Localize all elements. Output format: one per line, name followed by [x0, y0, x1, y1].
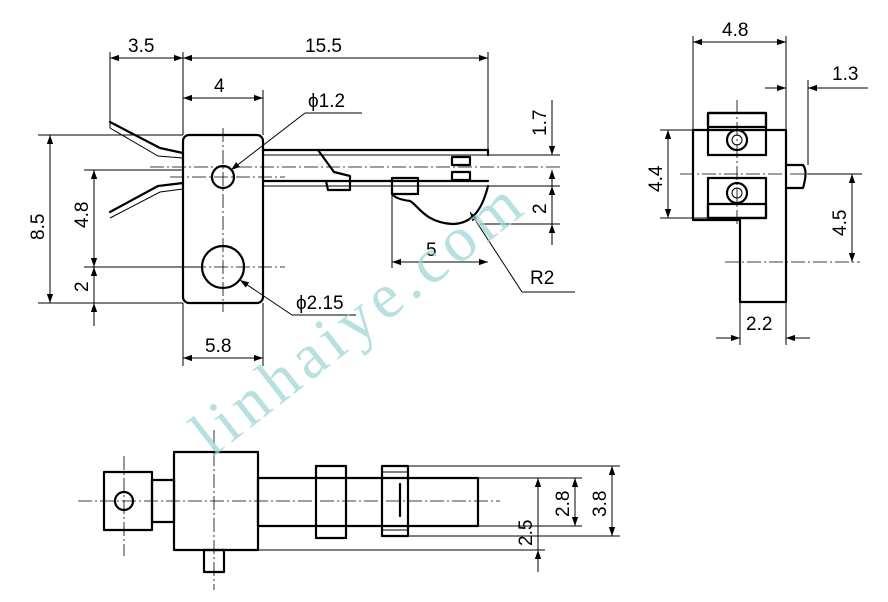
spring-tab: [316, 148, 352, 192]
dim-total-height: 8.5: [28, 214, 49, 240]
dim-bottom-c: 3.8: [590, 491, 611, 517]
dim-hook-radius: R2: [530, 268, 554, 289]
bottom-view: [78, 430, 500, 590]
dim-hook-height: 2: [530, 203, 551, 214]
dim-base-width: 5.8: [205, 336, 231, 357]
side-pin: [784, 163, 807, 190]
small-hole: [210, 164, 236, 190]
dim-lower-offset: 2: [72, 281, 93, 292]
front-dimensions: 3.5 15.5 4 ϕ1.2 8.5 4.8 2 ϕ2.15: [28, 36, 575, 366]
dim-gap-height: 1.7: [530, 110, 551, 136]
dim-hook-length: 5: [426, 240, 437, 261]
left-terminal-upper: [108, 120, 185, 155]
dim-bottom-a: 2.5: [516, 520, 537, 546]
dim-pin-length: 1.3: [832, 64, 858, 85]
side-dimensions: 4.8 1.3 4.4 4.5 2.2: [646, 20, 868, 345]
dim-inner-height: 4.8: [72, 202, 93, 228]
left-terminal-lower: [108, 181, 185, 214]
watermark: linhaiye.com: [177, 164, 539, 469]
dim-small-hole-dia: ϕ1.2: [308, 91, 345, 112]
dim-large-hole-dia: ϕ2.15: [296, 293, 344, 314]
dim-hole-offset: 4: [214, 76, 225, 97]
bottom-dimensions: 2.5 2.8 3.8: [258, 465, 620, 572]
dim-top-total-length: 15.5: [305, 36, 342, 57]
dim-top-left-width: 3.5: [128, 36, 154, 57]
dim-side-width: 4.8: [722, 20, 748, 41]
dim-bottom-b: 2.8: [553, 491, 574, 517]
dim-side-pitch: 4.4: [646, 165, 667, 192]
dim-side-pin-height: 4.5: [830, 210, 851, 236]
dim-side-leg-width: 2.2: [746, 314, 772, 335]
